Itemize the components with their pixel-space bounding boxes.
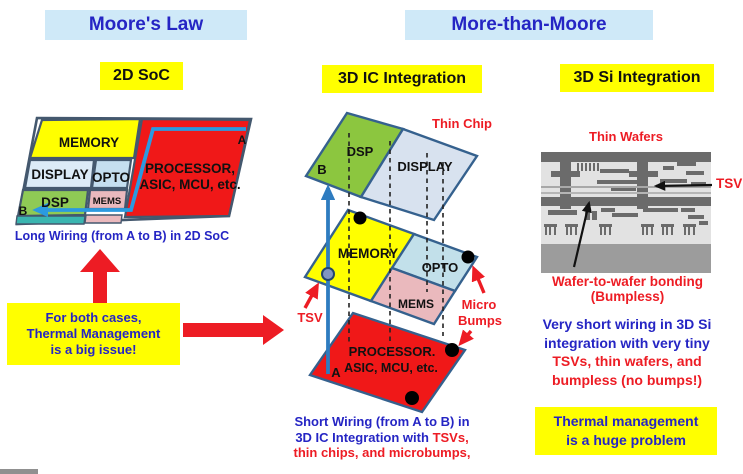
thermal-problem-box: Thermal management is a huge problem bbox=[535, 407, 717, 455]
wafer-bonding-caption: Wafer-to-wafer bonding (Bumpless) bbox=[530, 274, 725, 304]
tsv-column bbox=[560, 152, 571, 209]
processor-label-line2: ASIC, MCU, etc. bbox=[139, 177, 240, 192]
opto-label: OPTO bbox=[92, 170, 130, 185]
thin-wafers-label: Thin Wafers bbox=[589, 129, 663, 144]
2d-soc-diagram bbox=[15, 116, 253, 226]
thermal-note-box: For both cases, Thermal Management is a … bbox=[7, 303, 180, 365]
microbump-dot bbox=[461, 250, 475, 264]
teal-sliver-region bbox=[15, 215, 86, 225]
microbump-dot bbox=[445, 343, 459, 357]
stack-memory-label: MEMORY bbox=[338, 246, 398, 261]
tsv-via bbox=[321, 267, 335, 281]
subtitle-3d-ic-integration: 3D IC Integration bbox=[322, 65, 482, 93]
stack-processor-label-line1: PROCESSOR. bbox=[349, 344, 436, 359]
display-label: DISPLAY bbox=[31, 167, 88, 182]
dsp-label: DSP bbox=[41, 195, 69, 210]
3d-stack-diagram bbox=[303, 111, 479, 414]
micro-label: Micro bbox=[462, 297, 497, 312]
bumps-label: Bumps bbox=[458, 313, 502, 328]
bottom-edge-artifact bbox=[0, 469, 38, 474]
processor-region bbox=[123, 117, 252, 219]
stack-opto-label: OPTO bbox=[422, 260, 459, 275]
stack-point-a-label: A bbox=[331, 365, 341, 380]
short-wiring-caption: Short Wiring (from A to B) in 3D IC Inte… bbox=[272, 414, 492, 461]
microbumps-arrow-lower bbox=[458, 329, 474, 347]
stack-dsp-label: DSP bbox=[347, 144, 374, 159]
stack-display-label: DISPLAY bbox=[397, 159, 452, 174]
si-note-line1: Very short wiring in 3D Si bbox=[542, 316, 712, 332]
right-arrow bbox=[183, 315, 284, 345]
stack-point-b-label: B bbox=[317, 162, 326, 177]
tsv-arrow bbox=[303, 282, 319, 309]
thermal-problem-line2: is a huge problem bbox=[566, 432, 686, 448]
mems-label: MEMS bbox=[93, 196, 122, 207]
thermal-note-line: For both cases, bbox=[45, 310, 142, 325]
stack-tsv-label: TSV bbox=[297, 310, 323, 325]
microbump-dot bbox=[405, 391, 419, 405]
more-than-moore-header: More-than-Moore bbox=[405, 10, 653, 40]
wafer-tsv-label: TSV bbox=[716, 176, 742, 191]
stack-processor-label-line2: ASIC, MCU, etc. bbox=[344, 361, 438, 375]
thermal-problem-line1: Thermal management bbox=[553, 413, 699, 429]
thermal-note-line: Thermal Management bbox=[26, 326, 161, 341]
long-wiring-caption: Long Wiring (from A to B) in 2D SoC bbox=[14, 229, 230, 243]
short-wiring-line3: thin chips, and microbumps, bbox=[293, 445, 471, 460]
dashed-connections bbox=[348, 133, 444, 344]
pink-sliver-region bbox=[84, 214, 123, 224]
subtitle-3d-si-integration: 3D Si Integration bbox=[560, 64, 714, 92]
si-note-line2: integration with very tiny bbox=[544, 334, 710, 351]
point-a-label: A bbox=[238, 133, 247, 147]
tsv-black-arrow bbox=[653, 180, 713, 191]
substrate bbox=[541, 244, 711, 273]
thin-chip-label: Thin Chip bbox=[432, 116, 492, 131]
microbumps-arrow-upper bbox=[471, 265, 486, 294]
point-b-label: B bbox=[19, 204, 28, 218]
tsv-column bbox=[637, 152, 648, 209]
middle-chip-mems-region bbox=[369, 266, 457, 326]
stack-mems-label: MEMS bbox=[398, 297, 434, 311]
moores-law-header: Moore's Law bbox=[45, 10, 247, 40]
very-short-wiring-note: Very short wiring in 3D Si integration w… bbox=[522, 315, 732, 389]
short-wiring-line1: Short Wiring (from A to B) in bbox=[294, 414, 470, 429]
bonding-line2: (Bumpless) bbox=[590, 289, 665, 304]
thermal-note-line: is a big issue! bbox=[50, 342, 137, 357]
si-note-line3: TSVs, thin wafers, and bbox=[552, 353, 702, 369]
wire-a-to-b bbox=[32, 127, 246, 218]
transistor-structures bbox=[544, 224, 696, 235]
memory-label: MEMORY bbox=[59, 135, 119, 150]
si-note-line4: bumpless (no bumps!) bbox=[551, 371, 703, 388]
bonding-arrow bbox=[572, 200, 592, 268]
microbump-dot bbox=[353, 211, 367, 225]
opto-region bbox=[90, 158, 133, 190]
subtitle-2d-soc: 2D SoC bbox=[100, 62, 183, 90]
short-wiring-line2: 3D IC Integration with TSVs, bbox=[295, 429, 469, 445]
wafer-cross-section bbox=[541, 152, 711, 273]
bonding-line1: Wafer-to-wafer bonding bbox=[552, 274, 703, 289]
memory-region bbox=[28, 117, 142, 160]
up-arrow bbox=[80, 249, 120, 303]
processor-label-line1: PROCESSOR, bbox=[145, 161, 235, 176]
